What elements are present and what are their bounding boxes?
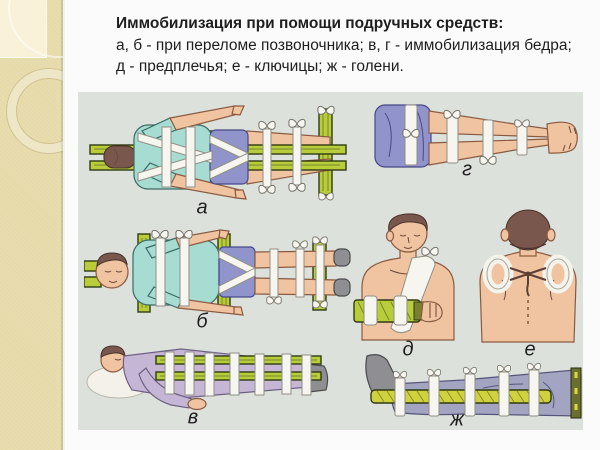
slide-title: Иммобилизация при помощи подручных средс… [116, 15, 504, 32]
figure-d-illustration [353, 213, 455, 341]
figure-label-b: б [196, 310, 208, 333]
decorative-circle-arc [8, 0, 63, 58]
figure-b-illustration [84, 229, 351, 316]
figure-v-illustration [86, 345, 329, 411]
decorative-ring [7, 69, 63, 153]
illustration-panel: а б в г д е ж [78, 92, 583, 431]
figure-label-v: в [187, 406, 199, 429]
figure-label-zh: ж [450, 408, 464, 431]
figure-label-e: е [524, 338, 536, 361]
figure-zh-illustration [365, 354, 582, 419]
caption-line-1: а, б - при переломе позвоночника; в, г -… [116, 36, 572, 54]
caption-line-2: д - предплечья; е - ключицы; ж - голени. [116, 58, 404, 75]
figure-label-a: а [196, 196, 208, 219]
title-block: Иммобилизация при помощи подручных средс… [116, 13, 586, 78]
figure-g-illustration [374, 104, 578, 168]
figure-label-d: д [402, 338, 414, 361]
left-decorative-bar [0, 0, 63, 450]
decorative-square [0, 0, 47, 58]
figure-e-illustration [479, 209, 577, 343]
figure-label-g: г [462, 158, 472, 181]
figure-a-illustration [89, 105, 347, 201]
